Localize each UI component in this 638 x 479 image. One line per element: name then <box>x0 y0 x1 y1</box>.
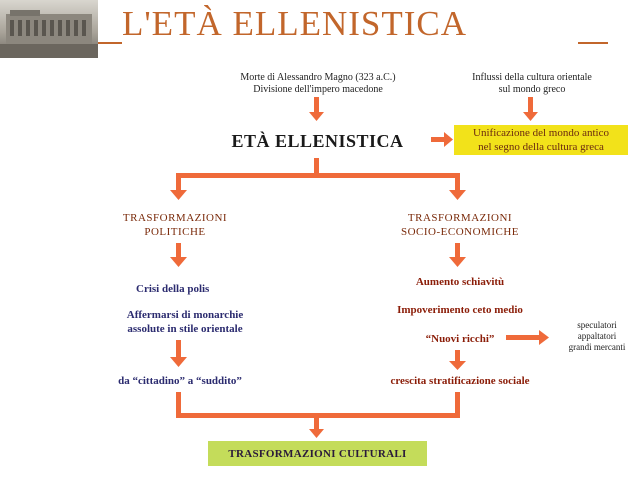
note-alexander: Morte di Alessandro Magno (323 a.C.) Div… <box>208 72 428 96</box>
note-oriental-line1: Influssi della cultura orientale <box>472 72 592 83</box>
central-topic: ETÀ ELLENISTICA <box>231 131 404 151</box>
side-list-item: appaltatori <box>577 331 617 341</box>
split-left-shaft <box>176 173 181 191</box>
header-building-photo <box>0 0 98 58</box>
left-heading: TRASFORMAZIONI POLITICHE <box>100 211 250 239</box>
split-right-head <box>449 190 466 200</box>
arrow-note-right-head <box>523 112 538 121</box>
arrow-note-right-shaft <box>528 97 533 113</box>
right-heading-line1: TRASFORMAZIONI <box>407 212 513 224</box>
title-underline-right <box>578 42 608 44</box>
split-vertical <box>314 158 319 176</box>
arrow-right-result-head <box>449 361 466 370</box>
note-alexander-line1: Morte di Alessandro Magno (323 a.C.) <box>240 72 396 83</box>
left-item-monarchies-line2: assolute in stile orientale <box>127 323 243 335</box>
unification-line1: Unificazione del mondo antico <box>473 127 609 139</box>
side-list: speculatori appaltatori grandi mercanti <box>560 320 634 353</box>
split-left-head <box>170 190 187 200</box>
merge-left-shaft <box>176 392 181 416</box>
arrow-side-list-head <box>539 330 549 345</box>
right-heading: TRASFORMAZIONI SOCIO-ECONOMICHE <box>380 211 540 239</box>
arrow-left-heading-head <box>170 257 187 267</box>
merge-center-shaft <box>314 413 319 430</box>
split-right-shaft <box>455 173 460 191</box>
arrow-left-result-head <box>170 357 187 367</box>
arrow-right-result-shaft <box>455 350 460 362</box>
unification-box: Unificazione del mondo antico nel segno … <box>454 125 628 155</box>
note-alexander-line2: Divisione dell'impero macedone <box>253 84 383 95</box>
arrow-to-yellow-shaft <box>431 137 445 142</box>
arrow-right-heading-shaft <box>455 243 460 258</box>
left-heading-line2: POLITICHE <box>144 226 206 238</box>
arrow-left-result-shaft <box>176 340 181 358</box>
page-title: L'ETÀ ELLENISTICA <box>122 4 468 43</box>
split-horizontal <box>176 173 460 178</box>
title-underline-left <box>98 42 122 44</box>
merge-right-shaft <box>455 392 460 416</box>
left-result: da “cittadino” a “suddito” <box>118 375 242 387</box>
right-item-middle-class: Impoverimento ceto medio <box>397 304 523 316</box>
side-list-item: speculatori <box>577 320 617 330</box>
arrow-note-left-head <box>309 112 324 121</box>
left-item-monarchies: Affermarsi di monarchie assolute in stil… <box>115 308 255 336</box>
arrow-left-heading-shaft <box>176 243 181 258</box>
building-illustration <box>0 10 98 58</box>
right-item-new-rich: “Nuovi ricchi” <box>425 333 495 345</box>
cultural-transformations-box: TRASFORMAZIONI CULTURALI <box>208 441 427 466</box>
left-item-monarchies-line1: Affermarsi di monarchie <box>126 309 244 321</box>
right-item-slavery: Aumento schiavitù <box>415 276 505 288</box>
unification-line2: nel segno della cultura greca <box>478 141 604 153</box>
left-item-polis-crisis: Crisi della polis <box>136 283 210 295</box>
arrow-note-left-shaft <box>314 97 319 113</box>
right-result: crescita stratificazione sociale <box>390 375 530 387</box>
merge-center-head <box>309 429 324 438</box>
arrow-side-list-shaft <box>506 335 540 340</box>
arrow-to-yellow-head <box>444 132 453 147</box>
right-heading-line2: SOCIO-ECONOMICHE <box>401 226 519 238</box>
note-oriental-line2: sul mondo greco <box>498 84 566 95</box>
note-oriental-influence: Influssi della cultura orientale sul mon… <box>452 72 612 96</box>
side-list-item: grandi mercanti <box>568 342 626 352</box>
left-heading-line1: TRASFORMAZIONI <box>122 212 228 224</box>
arrow-right-heading-head <box>449 257 466 267</box>
